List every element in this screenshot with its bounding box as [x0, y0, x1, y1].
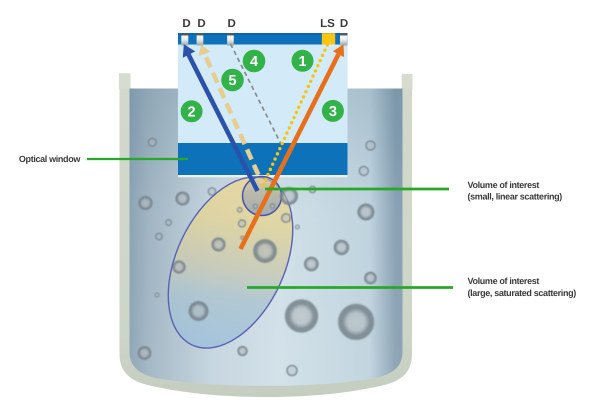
svg-text:1: 1 [298, 54, 306, 70]
svg-text:Volume of interest: Volume of interest [468, 180, 540, 190]
svg-text:LS: LS [320, 18, 335, 30]
svg-text:5: 5 [228, 73, 236, 89]
svg-text:4: 4 [250, 54, 258, 70]
svg-text:D: D [340, 18, 348, 30]
svg-text:(large, saturated scattering): (large, saturated scattering) [468, 288, 577, 298]
svg-text:Optical window: Optical window [19, 154, 81, 164]
svg-text:(small, linear scattering): (small, linear scattering) [468, 192, 563, 202]
svg-text:D: D [182, 18, 190, 30]
svg-text:Volume of interest: Volume of interest [468, 276, 540, 286]
svg-text:D: D [197, 18, 205, 30]
svg-text:3: 3 [329, 104, 337, 120]
svg-text:D: D [228, 18, 236, 30]
svg-text:2: 2 [188, 105, 196, 121]
